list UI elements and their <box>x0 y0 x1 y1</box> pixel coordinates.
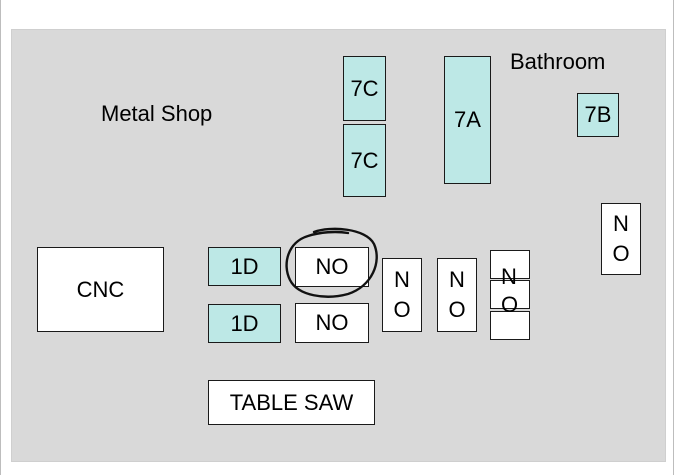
station-7c-top[interactable]: 7C <box>343 56 386 121</box>
station-table-saw[interactable]: TABLE SAW <box>208 380 375 425</box>
right-edge-line <box>673 0 674 475</box>
station-no-lower[interactable]: NO <box>295 303 369 343</box>
station-7c-bottom-label: 7C <box>350 147 379 173</box>
station-small-box-middle[interactable] <box>490 280 530 309</box>
station-1d-bottom-label: 1D <box>230 310 259 336</box>
station-no-circled-label: NO <box>315 254 349 279</box>
station-1d-top[interactable]: 1D <box>208 247 281 286</box>
station-no-vertical-2[interactable]: N O <box>437 258 477 332</box>
station-small-box-bottom[interactable] <box>490 311 530 340</box>
station-no-vertical-2-o: O <box>448 297 466 322</box>
station-7b-label: 7B <box>584 102 612 127</box>
left-edge-line <box>0 0 1 475</box>
station-small-box-top[interactable] <box>490 250 530 279</box>
station-7b[interactable]: 7B <box>577 93 619 137</box>
bathroom-label: Bathroom <box>510 49 606 74</box>
station-no-right-n: N <box>613 211 629 236</box>
station-no-vertical-1-n: N <box>394 267 410 292</box>
station-no-vertical-1[interactable]: N O <box>382 258 422 332</box>
stacked-no-o: O <box>501 292 519 317</box>
station-no-vertical-1-o: O <box>393 297 411 322</box>
station-7a-label: 7A <box>454 107 481 132</box>
station-7c-top-label: 7C <box>350 75 379 101</box>
station-no-vertical-2-n: N <box>449 267 465 292</box>
station-no-circled[interactable]: NO <box>295 247 369 287</box>
station-cnc-label: CNC <box>76 276 125 302</box>
station-no-right-o: O <box>612 241 630 266</box>
station-no-right[interactable]: N O <box>601 203 641 275</box>
station-1d-bottom[interactable]: 1D <box>208 304 281 343</box>
station-no-lower-label: NO <box>315 310 349 335</box>
station-cnc[interactable]: CNC <box>37 247 164 332</box>
station-7c-bottom[interactable]: 7C <box>343 124 386 197</box>
station-table-saw-label: TABLE SAW <box>229 389 354 415</box>
metal-shop-label: Metal Shop <box>101 101 213 126</box>
stacked-no-n: N <box>501 264 517 289</box>
station-7a[interactable]: 7A <box>444 56 491 184</box>
station-1d-top-label: 1D <box>230 253 259 279</box>
